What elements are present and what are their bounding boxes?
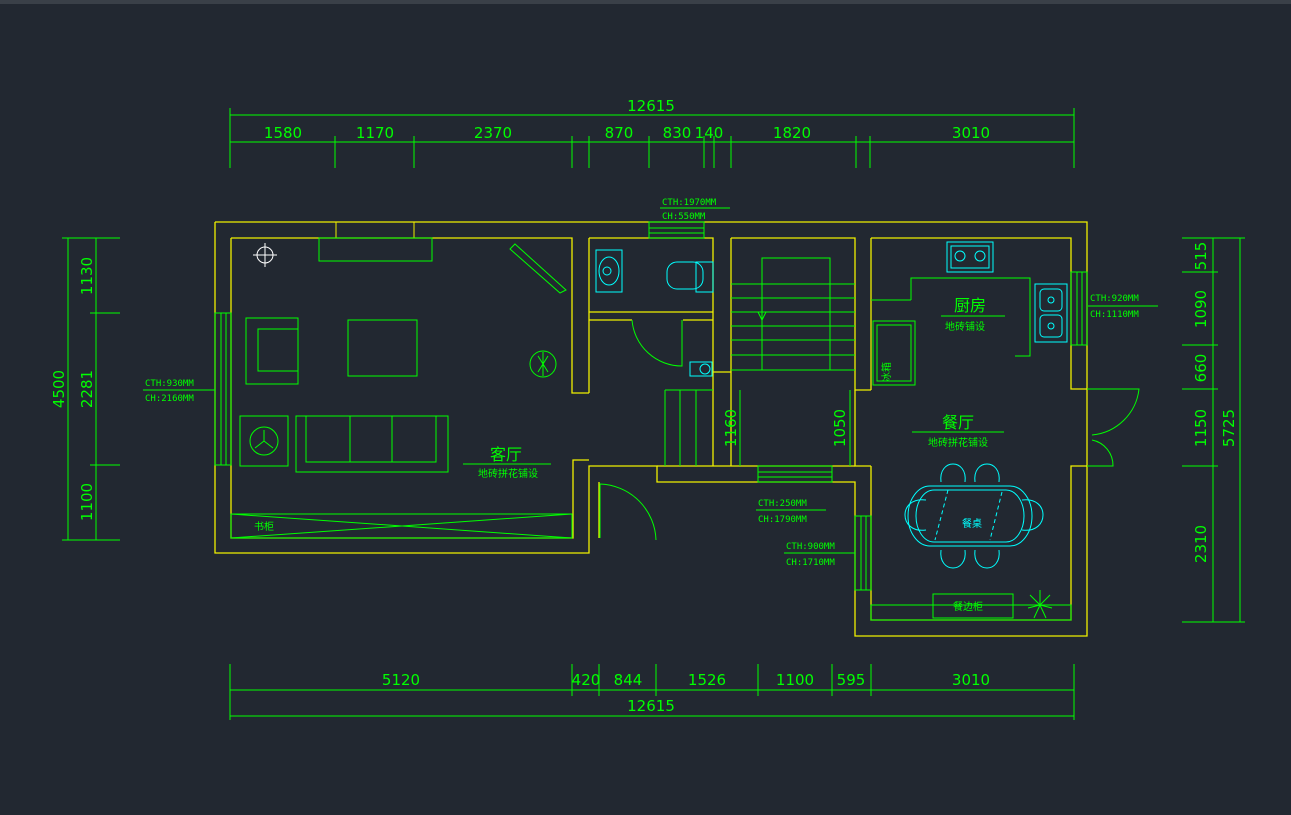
fridge-label: 冰箱 bbox=[880, 362, 893, 382]
left-dim-2: 2281 bbox=[78, 370, 96, 408]
top-dim-4: 870 bbox=[605, 124, 634, 142]
bottom-dim-3: 844 bbox=[614, 671, 643, 689]
top-dim-7: 1820 bbox=[773, 124, 811, 142]
sink-icon bbox=[1034, 283, 1068, 343]
dining-room-floor: 地砖拼花铺设 bbox=[928, 436, 988, 449]
viewport-top-edge bbox=[0, 0, 1291, 4]
bottom-dim-4: 1526 bbox=[688, 671, 726, 689]
living-room-furniture bbox=[230, 237, 573, 539]
top-dim-2: 1170 bbox=[356, 124, 394, 142]
bottom-dimension-chain bbox=[229, 664, 1075, 720]
dining-window-cth: CTH:900MM bbox=[786, 542, 835, 552]
top-dim-5: 830 bbox=[663, 124, 692, 142]
living-room-label: 客厅 bbox=[490, 445, 522, 464]
plant-icon bbox=[1027, 590, 1053, 619]
bottom-dim-2: 420 bbox=[572, 671, 601, 689]
stove-icon bbox=[946, 241, 994, 273]
stair-dim-1050: 1050 bbox=[831, 409, 849, 447]
dining-table-set bbox=[904, 463, 1044, 569]
dining-window-ch: CH:1710MM bbox=[786, 558, 835, 568]
stair-window-ch: CH:1790MM bbox=[758, 515, 807, 525]
dining-table-label: 餐桌 bbox=[962, 517, 982, 530]
stair-dim-1160: 1160 bbox=[722, 409, 740, 447]
staircase bbox=[664, 257, 855, 466]
kitchen-label: 厨房 bbox=[954, 296, 986, 315]
right-dim-2: 1090 bbox=[1192, 290, 1210, 328]
right-dimension-chain bbox=[1182, 237, 1245, 623]
dining-room-label: 餐厅 bbox=[942, 413, 974, 432]
sideboard bbox=[870, 593, 1072, 621]
right-total-dimension: 5725 bbox=[1220, 409, 1238, 447]
left-dim-1: 1130 bbox=[78, 257, 96, 295]
top-window-cth: CTH:1970MM bbox=[662, 198, 717, 208]
top-dim-6: 140 bbox=[695, 124, 724, 142]
left-window-cth: CTH:930MM bbox=[145, 379, 194, 389]
left-dim-3: 1100 bbox=[78, 483, 96, 521]
top-dim-1: 1580 bbox=[264, 124, 302, 142]
top-dimension-chain bbox=[229, 108, 1075, 168]
left-total-dimension: 4500 bbox=[50, 370, 68, 408]
living-room-floor: 地砖拼花铺设 bbox=[478, 467, 538, 480]
kitchen-window-ch: CH:1110MM bbox=[1090, 310, 1139, 320]
top-window-ch: CH:550MM bbox=[662, 212, 706, 222]
stair-window-cth: CTH:250MM bbox=[758, 499, 807, 509]
left-dimension-chain bbox=[62, 237, 120, 541]
right-dim-1: 515 bbox=[1192, 242, 1210, 271]
right-dim-5: 2310 bbox=[1192, 525, 1210, 563]
kitchen-fixtures bbox=[871, 277, 1031, 386]
sideboard-label: 餐边柜 bbox=[953, 600, 983, 613]
doors bbox=[599, 319, 1140, 541]
top-dim-3: 2370 bbox=[474, 124, 512, 142]
bottom-dim-7: 3010 bbox=[952, 671, 990, 689]
top-total-dimension: 12615 bbox=[627, 97, 675, 115]
bottom-total-dimension: 12615 bbox=[627, 697, 675, 715]
bookcase-label: 书柜 bbox=[254, 520, 274, 533]
bottom-dim-5: 1100 bbox=[776, 671, 814, 689]
left-window-ch: CH:2160MM bbox=[145, 394, 194, 404]
top-dim-8: 3010 bbox=[952, 124, 990, 142]
bottom-dim-1: 5120 bbox=[382, 671, 420, 689]
bottom-dim-6: 595 bbox=[837, 671, 866, 689]
kitchen-window-cth: CTH:920MM bbox=[1090, 294, 1139, 304]
right-dim-4: 1150 bbox=[1192, 409, 1210, 447]
windows bbox=[214, 221, 1088, 591]
compass-icon bbox=[253, 243, 277, 267]
bathroom-fixtures bbox=[595, 249, 714, 377]
kitchen-floor: 地砖铺设 bbox=[945, 320, 985, 333]
right-dim-3: 660 bbox=[1192, 354, 1210, 383]
